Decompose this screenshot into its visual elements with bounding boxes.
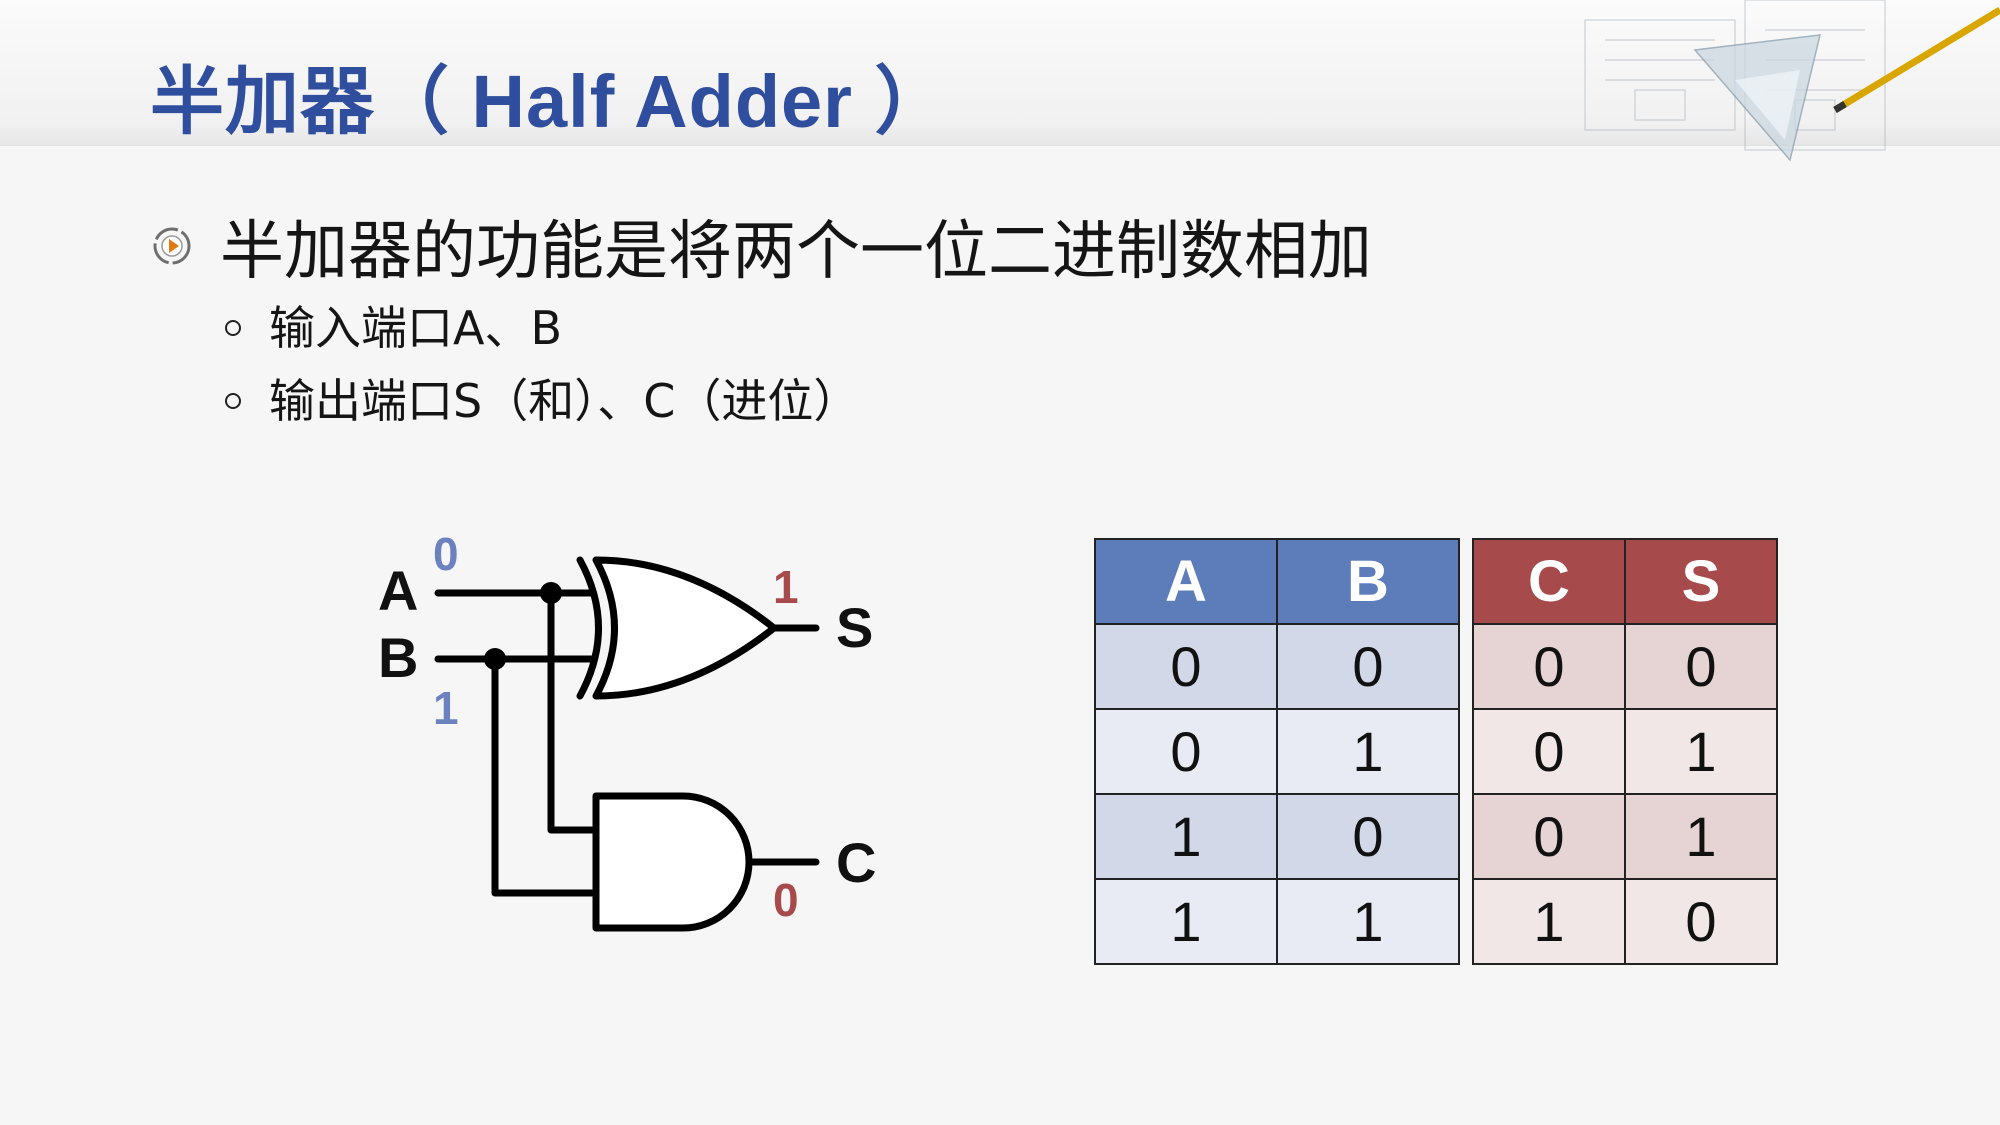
table-row: 0 0 [1472,623,1778,710]
cell-c: 0 [1472,623,1626,710]
main-bullet: 半加器的功能是将两个一位二进制数相加 [150,200,1372,292]
hollow-bullet-icon [225,320,241,336]
sub-bullet-text: 输出端口S（和）、C（进位） [269,374,860,428]
cell-b: 0 [1276,623,1460,710]
cell-s: 0 [1624,623,1778,710]
table-row: 0 1 [1094,708,1460,795]
cell-b: 1 [1276,708,1460,795]
sub-bullet-inputs: 输入端口A、B [225,292,562,358]
header-b: B [1276,538,1460,625]
cell-c: 0 [1472,708,1626,795]
header-band [0,0,2000,146]
header-c: C [1472,538,1626,625]
cell-a: 1 [1094,878,1278,965]
sub-bullet-text: 输入端口A、B [269,301,563,355]
cell-s: 1 [1624,793,1778,880]
table-row: 1 1 [1094,878,1460,965]
cell-c: 1 [1472,878,1626,965]
table-header-row: A B [1094,538,1460,625]
main-bullet-text: 半加器的功能是将两个一位二进制数相加 [220,215,1372,289]
drafting-tools-decoration [1584,0,2000,162]
hollow-bullet-icon [225,393,241,409]
value-a: 0 [433,528,459,580]
junction-a [540,582,562,604]
junction-b [484,648,506,670]
xor-gate-back-curve [576,556,602,700]
half-adder-circuit: A B S C 0 1 1 0 [378,528,876,932]
cell-s: 0 [1624,878,1778,965]
cell-a: 0 [1094,708,1278,795]
value-b: 1 [433,682,459,734]
table-header-row: C S [1472,538,1778,625]
header-s: S [1624,538,1778,625]
table-row: 1 0 [1094,793,1460,880]
label-b: B [378,626,418,689]
cell-a: 0 [1094,623,1278,710]
cell-b: 0 [1276,793,1460,880]
table-row: 1 0 [1472,878,1778,965]
label-c: C [836,831,876,894]
cell-b: 1 [1276,878,1460,965]
value-c: 0 [773,874,799,926]
wire-b-to-and [491,655,596,897]
table-row: 0 0 [1094,623,1460,710]
cell-a: 1 [1094,793,1278,880]
page-title: 半加器（ Half Adder ） [150,60,950,143]
table-row: 0 1 [1472,793,1778,880]
label-a: A [378,559,418,622]
truth-table-inputs: A B 0 0 0 1 1 0 1 1 [1094,538,1460,965]
play-circle-icon [153,227,191,265]
cell-c: 0 [1472,793,1626,880]
xor-gate [592,556,778,700]
wire-a-to-and [547,589,596,834]
truth-table-outputs: C S 0 0 0 1 0 1 1 0 [1472,538,1778,965]
label-s: S [836,596,873,659]
value-s: 1 [773,561,799,613]
header-a: A [1094,538,1278,625]
and-gate [592,792,753,932]
table-row: 0 1 [1472,708,1778,795]
sub-bullet-outputs: 输出端口S（和）、C（进位） [225,365,859,431]
cell-s: 1 [1624,708,1778,795]
